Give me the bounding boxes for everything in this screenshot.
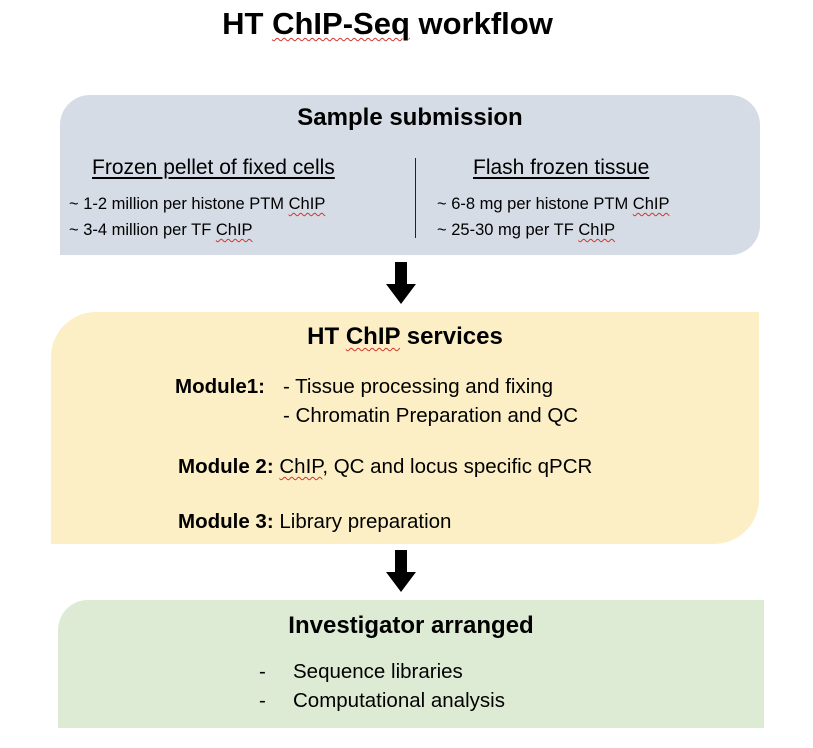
investigator-item-1-dash: - xyxy=(259,660,266,683)
down-arrow-icon xyxy=(386,550,416,592)
title-prefix: HT xyxy=(222,6,273,41)
investigator-item-2-dash: - xyxy=(259,689,266,712)
ht-chip-services-box xyxy=(51,312,759,544)
title-flagged-word: ChIP-Seq xyxy=(272,6,410,41)
cells-item-2-flagged: ChIP xyxy=(215,221,253,239)
tissue-item-1-text: ~ 6-8 mg per histone PTM xyxy=(437,195,633,213)
tissue-item-2-flagged: ChIP xyxy=(578,221,616,239)
investigator-item-2: - Computational analysis xyxy=(259,687,505,714)
module3-line: Module 3: Library preparation xyxy=(178,508,451,535)
tissue-item-1: ~ 6-8 mg per histone PTM ChIP xyxy=(437,192,669,216)
investigator-item-2-text: Computational analysis xyxy=(293,689,505,712)
module2-flagged: ChIP xyxy=(279,455,323,478)
module1-label: Module1: xyxy=(175,375,265,398)
module3-label: Module 3: xyxy=(178,510,274,533)
tissue-item-2: ~ 25-30 mg per TF ChIP xyxy=(437,218,615,242)
investigator-item-1: - Sequence libraries xyxy=(259,658,463,685)
module1-line-2: - Chromatin Preparation and QC xyxy=(283,404,579,427)
cells-item-2: ~ 3-4 million per TF ChIP xyxy=(69,218,253,242)
tissue-item-2-text: ~ 25-30 mg per TF xyxy=(437,221,579,239)
cells-item-1-text: ~ 1-2 million per histone PTM xyxy=(69,195,289,213)
page-title: HT ChIP-Seq workflow xyxy=(0,4,775,44)
down-arrow-icon xyxy=(386,262,416,304)
services-heading-prefix: HT xyxy=(307,323,346,350)
sample-submission-heading: Sample submission xyxy=(297,104,523,131)
tissue-item-1-flagged: ChIP xyxy=(632,195,670,213)
cells-item-2-text: ~ 3-4 million per TF xyxy=(69,221,216,239)
services-heading: HT ChIP services xyxy=(51,322,759,352)
module2-label: Module 2: xyxy=(178,455,274,478)
investigator-arranged-box xyxy=(58,600,764,728)
column-divider xyxy=(415,158,416,238)
investigator-item-1-text: Sequence libraries xyxy=(293,660,463,683)
sample-submission-box xyxy=(60,95,760,255)
cells-item-1: ~ 1-2 million per histone PTM ChIP xyxy=(69,192,325,216)
module1-line-1: - Tissue processing and fixing xyxy=(283,375,554,398)
module2-rest: , QC and locus specific qPCR xyxy=(322,455,593,478)
title-suffix: workflow xyxy=(409,6,553,41)
investigator-heading: Investigator arranged xyxy=(288,612,534,639)
module3-text: Library preparation xyxy=(279,510,452,533)
services-heading-suffix: services xyxy=(400,323,503,350)
module2-line: Module 2: ChIP, QC and locus specific qP… xyxy=(178,453,592,480)
cells-heading: Frozen pellet of fixed cells xyxy=(92,156,335,179)
services-heading-flagged: ChIP xyxy=(345,323,401,350)
cells-item-1-flagged: ChIP xyxy=(288,195,326,213)
tissue-heading: Flash frozen tissue xyxy=(473,156,650,179)
